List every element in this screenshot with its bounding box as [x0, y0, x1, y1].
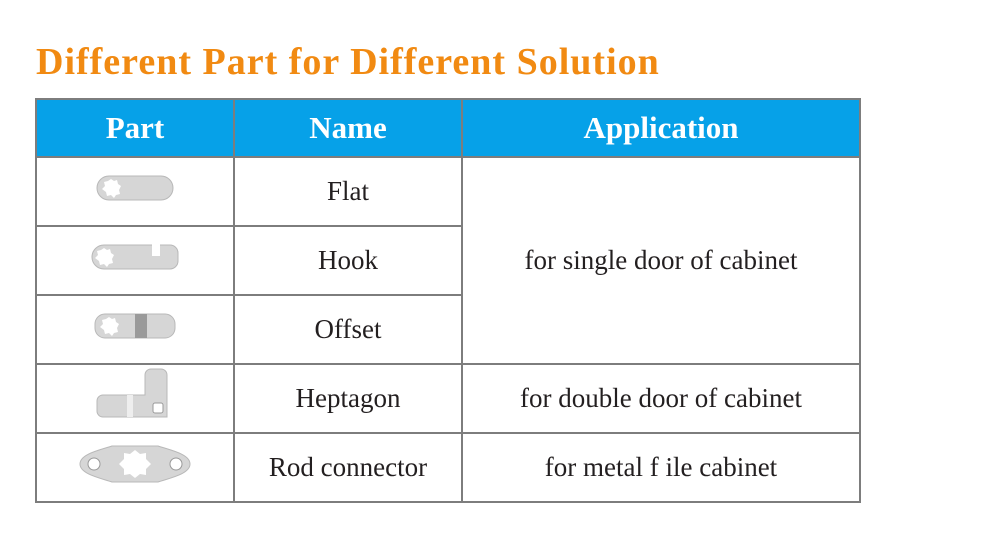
flat-cam-icon	[96, 175, 174, 201]
header-name: Name	[233, 98, 463, 158]
header-application: Application	[461, 98, 861, 158]
table-row: Flat for single door of cabinet	[35, 156, 861, 365]
application-cell: for double door of cabinet	[461, 363, 861, 434]
heptagon-cam-icon	[96, 368, 168, 418]
name-cell: Flat	[233, 156, 463, 227]
part-cell	[35, 432, 235, 503]
table-row: Hook	[35, 225, 860, 296]
part-cell	[35, 225, 235, 296]
parts-table: Part Name Application Flat for single do…	[35, 98, 861, 503]
name-cell: Rod connector	[233, 432, 463, 503]
application-cell: for metal f ile cabinet	[461, 432, 861, 503]
part-cell	[35, 156, 235, 227]
offset-cam-icon	[94, 313, 176, 339]
table-row: Rod connector for metal f ile cabinet	[35, 432, 861, 503]
part-cell	[35, 363, 235, 434]
part-cell	[35, 294, 235, 365]
name-cell: Offset	[233, 294, 463, 365]
table-header-row: Part Name Application	[35, 98, 861, 158]
application-cell: for single door of cabinet	[461, 156, 861, 365]
header-part: Part	[35, 98, 235, 158]
page-title: Different Part for Different Solution	[36, 41, 660, 83]
table-row: Offset	[35, 294, 860, 365]
table-row: Heptagon for double door of cabinet	[35, 363, 861, 434]
name-cell: Hook	[233, 225, 463, 296]
rod-connector-icon	[79, 445, 191, 483]
name-cell: Heptagon	[233, 363, 463, 434]
hook-cam-icon	[91, 244, 179, 270]
